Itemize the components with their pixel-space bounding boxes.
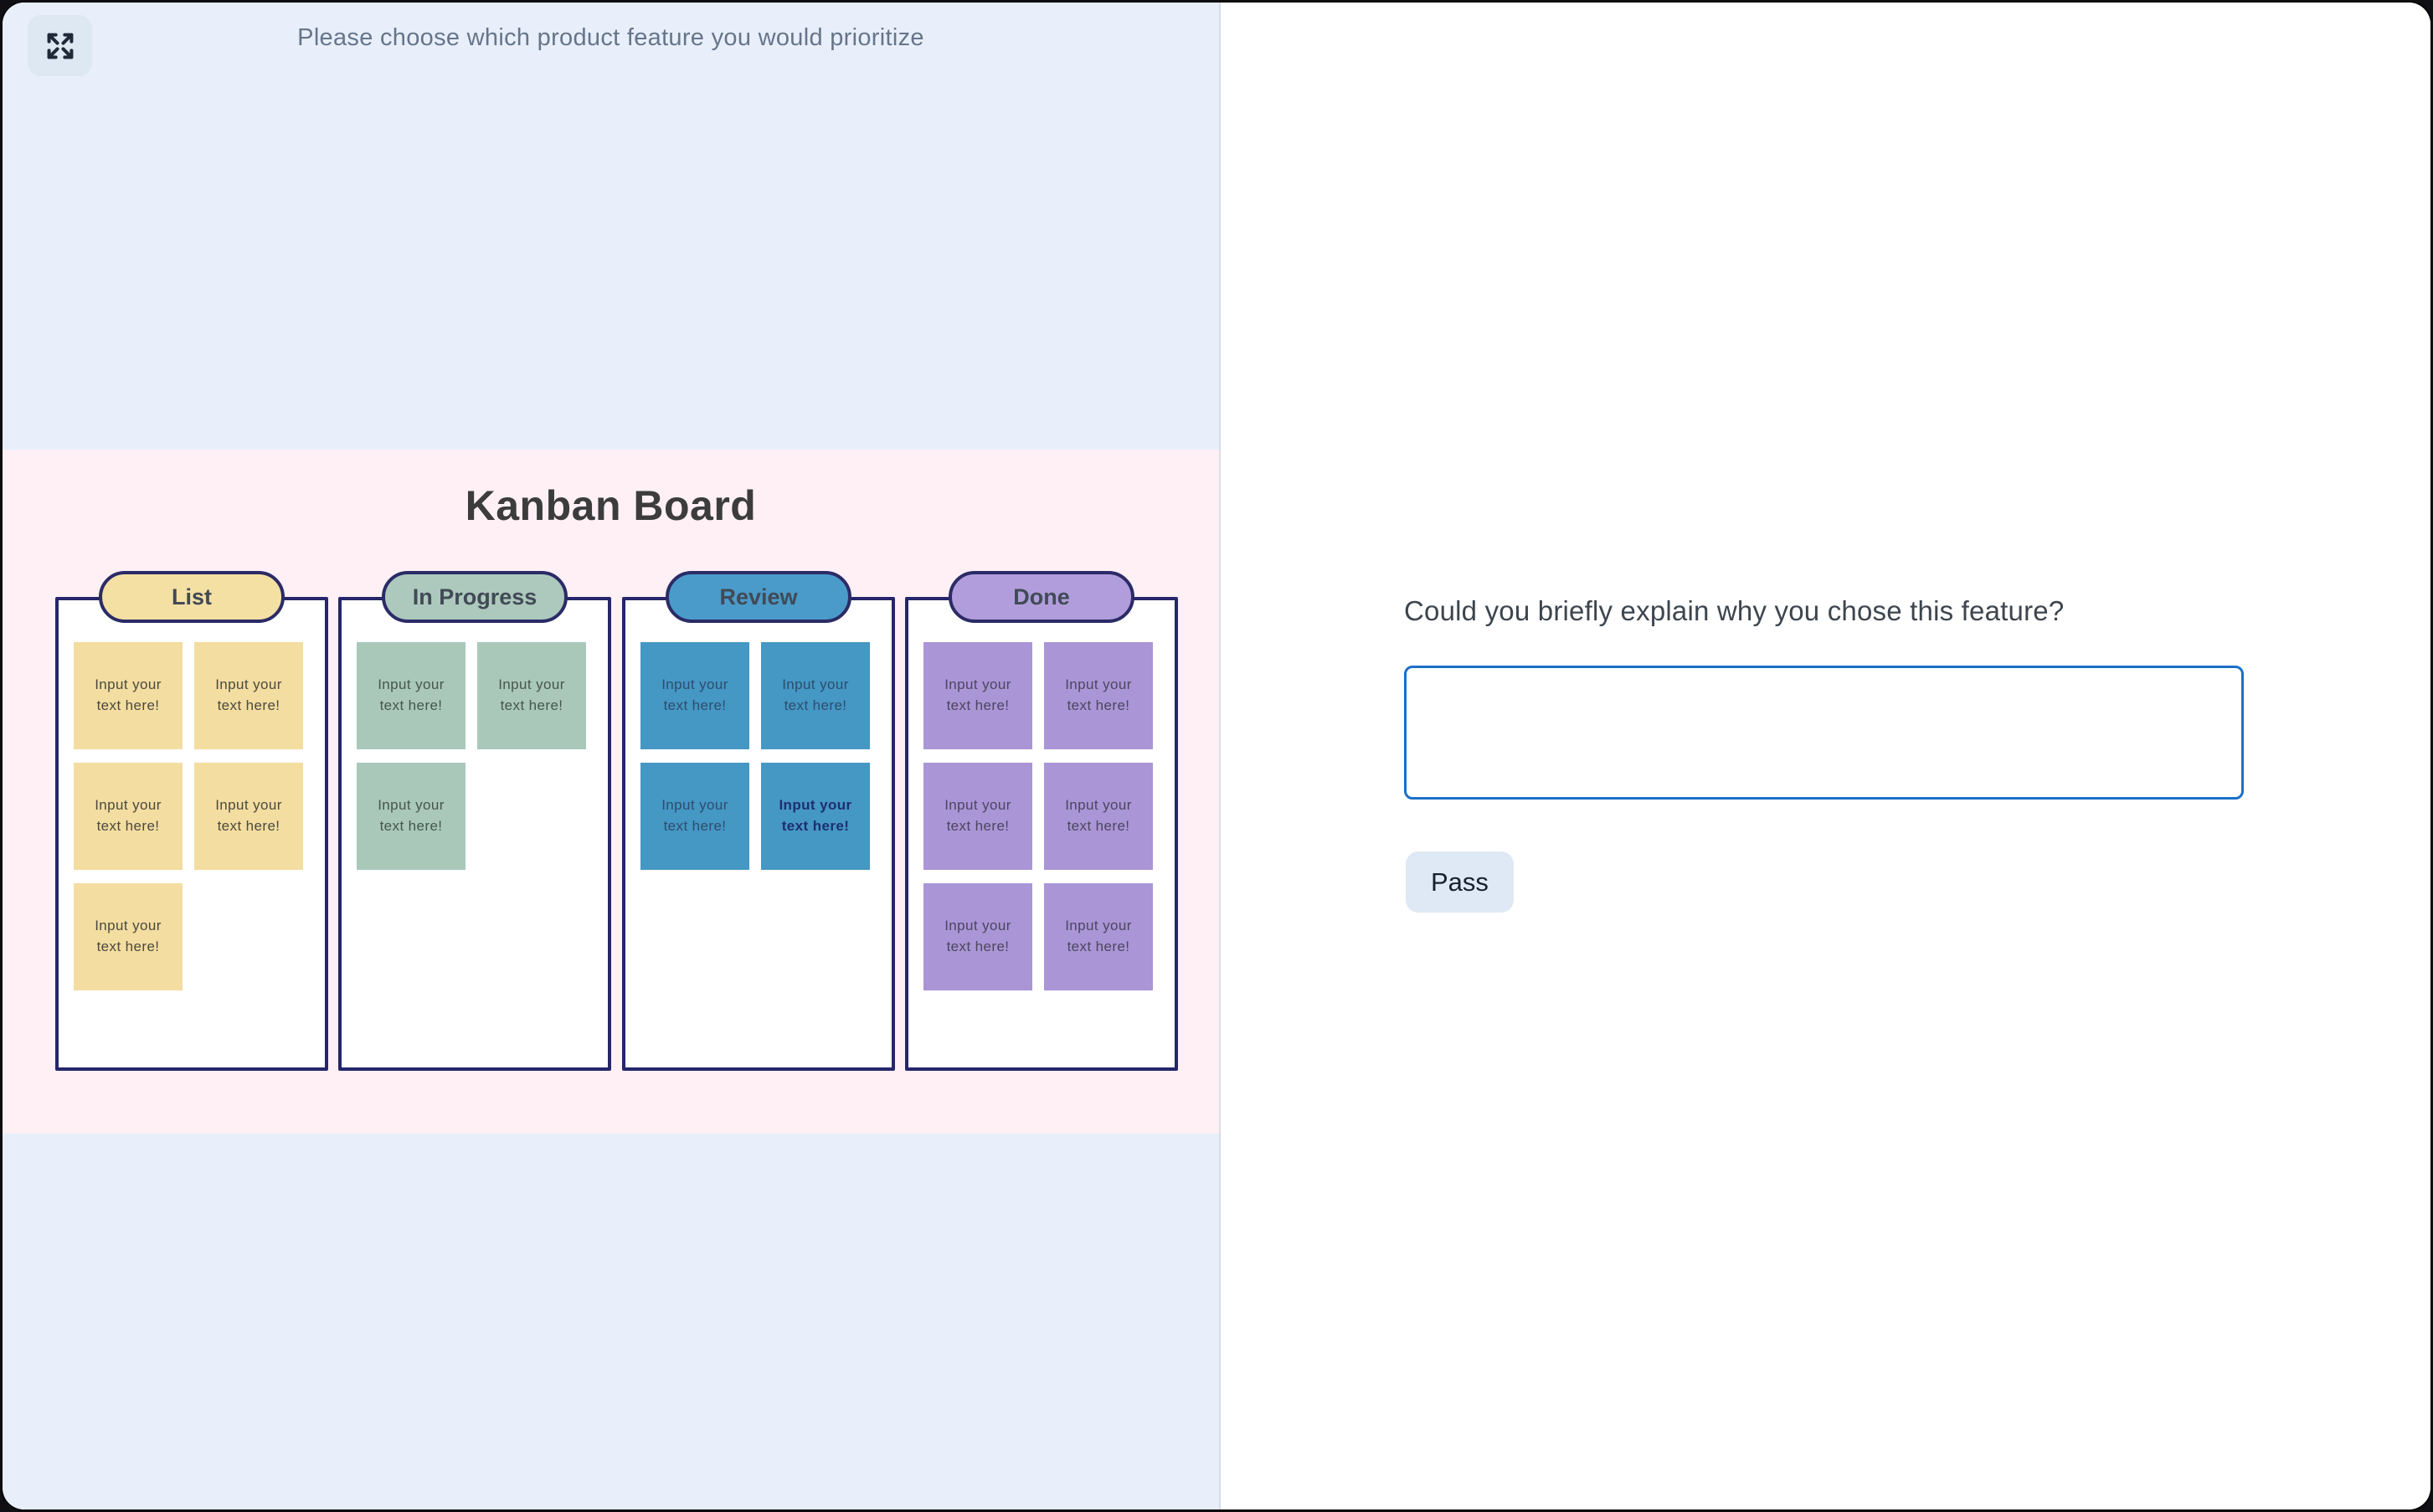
kanban-card[interactable]: Input your text here! — [194, 642, 303, 749]
kanban-columns: List Input your text here!Input your tex… — [3, 450, 1219, 1134]
kanban-card[interactable]: Input your text here! — [761, 763, 870, 870]
kanban-card[interactable]: Input your text here! — [923, 763, 1032, 870]
answer-panel: Could you briefly explain why you chose … — [1221, 3, 2430, 1509]
kanban-card[interactable]: Input your text here! — [74, 883, 183, 990]
column-cards: Input your text here!Input your text her… — [342, 600, 608, 870]
followup-question: Could you briefly explain why you chose … — [1404, 595, 2065, 626]
kanban-column: Review Input your text here!Input your t… — [622, 571, 895, 1071]
expand-button[interactable] — [28, 15, 92, 76]
kanban-card[interactable]: Input your text here! — [640, 763, 749, 870]
kanban-card[interactable]: Input your text here! — [194, 763, 303, 870]
column-pill[interactable]: Done — [949, 571, 1134, 623]
kanban-card[interactable]: Input your text here! — [1044, 883, 1153, 990]
kanban-board-region: Kanban Board List Input your text here!I… — [3, 450, 1219, 1134]
kanban-card[interactable]: Input your text here! — [74, 642, 183, 749]
kanban-card[interactable]: Input your text here! — [640, 642, 749, 749]
kanban-card[interactable]: Input your text here! — [74, 763, 183, 870]
kanban-card[interactable]: Input your text here! — [923, 883, 1032, 990]
task-prompt: Please choose which product feature you … — [297, 24, 924, 51]
column-pill-label: Review — [719, 584, 798, 609]
question-image-panel: Please choose which product feature you … — [3, 3, 1221, 1509]
kanban-card[interactable]: Input your text here! — [923, 642, 1032, 749]
expand-arrows-icon — [41, 27, 80, 65]
kanban-card[interactable]: Input your text here! — [761, 642, 870, 749]
column-pill[interactable]: List — [99, 571, 285, 623]
kanban-column: In Progress Input your text here!Input y… — [338, 571, 611, 1071]
column-cards: Input your text here!Input your text her… — [59, 600, 325, 990]
kanban-card[interactable]: Input your text here! — [357, 642, 466, 749]
column-pill-label: In Progress — [412, 584, 538, 609]
kanban-card[interactable]: Input your text here! — [477, 642, 586, 749]
column-cards: Input your text here!Input your text her… — [908, 600, 1175, 990]
column-pill-label: Done — [1013, 584, 1070, 609]
kanban-column: List Input your text here!Input your tex… — [55, 571, 328, 1071]
column-pill[interactable]: In Progress — [382, 571, 568, 623]
answer-textarea[interactable] — [1404, 666, 2244, 800]
column-pill-label: List — [171, 584, 212, 609]
kanban-card[interactable]: Input your text here! — [357, 763, 466, 870]
board-title: Kanban Board — [465, 482, 757, 529]
column-pill[interactable]: Review — [666, 571, 851, 623]
kanban-card[interactable]: Input your text here! — [1044, 642, 1153, 749]
column-cards: Input your text here!Input your text her… — [625, 600, 892, 870]
kanban-column: Done Input your text here!Input your tex… — [905, 571, 1178, 1071]
kanban-card[interactable]: Input your text here! — [1044, 763, 1153, 870]
pass-button[interactable]: Pass — [1406, 851, 1514, 913]
app-window: Please choose which product feature you … — [3, 3, 2430, 1509]
